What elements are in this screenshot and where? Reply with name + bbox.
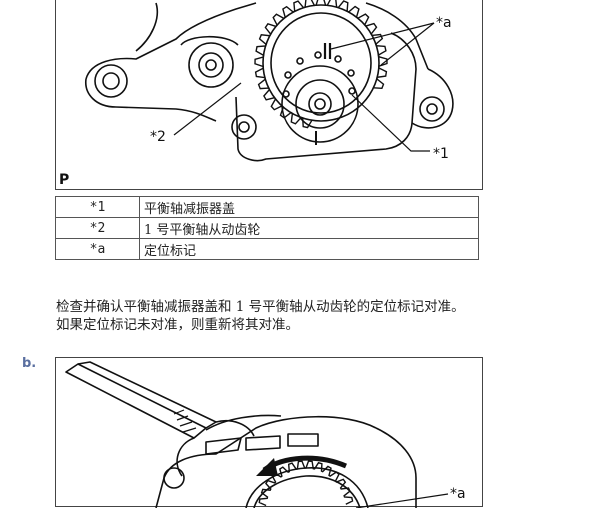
legend-desc: 1 号平衡轴从动齿轮: [139, 217, 479, 239]
callout-a-top: *a: [436, 15, 452, 31]
legend-desc: 定位标记: [139, 238, 479, 260]
table-row: *2 1 号平衡轴从动齿轮: [55, 217, 479, 239]
legend-code: *2: [55, 217, 140, 239]
figure-label: P: [59, 172, 70, 188]
illustration-figure-2: *a: [55, 357, 483, 508]
legend-table: *1 平衡轴减振器盖 *2 1 号平衡轴从动齿轮 *a 定位标记: [55, 196, 479, 260]
callout-2: *2: [150, 129, 166, 145]
illustration-figure-1: *a *2 *1 P: [55, 0, 483, 190]
legend-code: *1: [55, 196, 140, 218]
instructions-text: 检查并确认平衡轴减振器盖和 1 号平衡轴从动齿轮的定位标记对准。 如果定位标记未…: [56, 298, 576, 334]
callout-a-bottom: *a: [450, 486, 466, 502]
instruction-line-1: 检查并确认平衡轴减振器盖和 1 号平衡轴从动齿轮的定位标记对准。: [56, 299, 465, 315]
balancer-shaft-illustration: *a *2 *1: [85, 0, 454, 162]
legend-code: *a: [55, 238, 140, 260]
gear-teeth: [258, 460, 354, 507]
legend-desc: 平衡轴减振器盖: [139, 196, 479, 218]
table-row: *a 定位标记: [55, 238, 479, 260]
gear-teeth: [254, 0, 388, 129]
step-label: b.: [22, 356, 37, 371]
wrench-illustration: *a: [65, 361, 466, 508]
table-row: *1 平衡轴减振器盖: [55, 196, 479, 218]
instruction-line-2: 如果定位标记未对准，则重新将其对准。: [56, 317, 299, 333]
callout-1: *1: [433, 146, 449, 162]
